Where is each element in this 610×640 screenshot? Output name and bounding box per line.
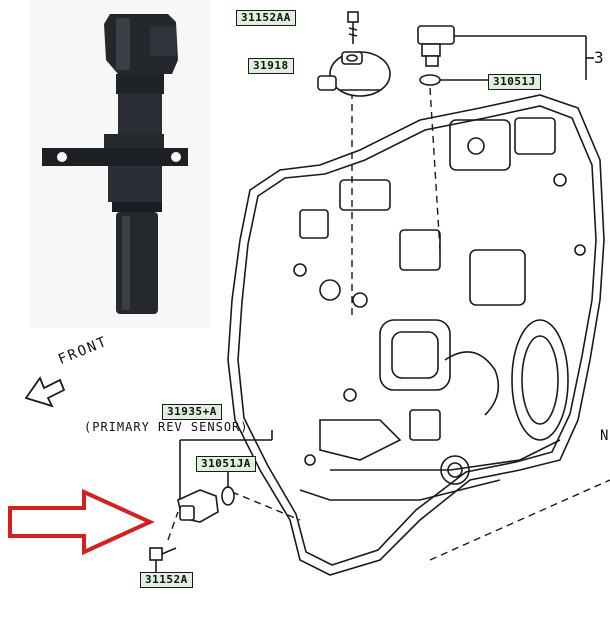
callout-oring-left: 31051JA <box>196 456 256 472</box>
callout-top-bolt: 31152AA <box>236 10 296 26</box>
front-arrow <box>24 376 66 408</box>
sensor-housing-part <box>317 51 391 97</box>
edge-mark: N <box>600 428 610 444</box>
primary-rev-sensor-caption: (PRIMARY REV SENSOR) <box>84 420 249 434</box>
primary-rev-sensor-part <box>177 430 273 523</box>
bottom-bolt-part <box>149 547 177 574</box>
callout-primary-sensor: 31935+A <box>162 404 222 420</box>
center-lines <box>167 87 610 561</box>
top-bolt-part <box>347 11 359 44</box>
turbine-sensor-part <box>417 25 587 86</box>
sensor-photo <box>30 0 210 328</box>
callout-oring-right: 31051J <box>488 74 541 90</box>
transmission-line-art <box>227 94 605 576</box>
callout-sensor-housing: 31918 <box>248 58 294 74</box>
bracket-number: 3 <box>594 48 605 67</box>
callout-bottom-bolt: 31152A <box>140 572 193 588</box>
red-pointer-arrow <box>8 488 155 556</box>
